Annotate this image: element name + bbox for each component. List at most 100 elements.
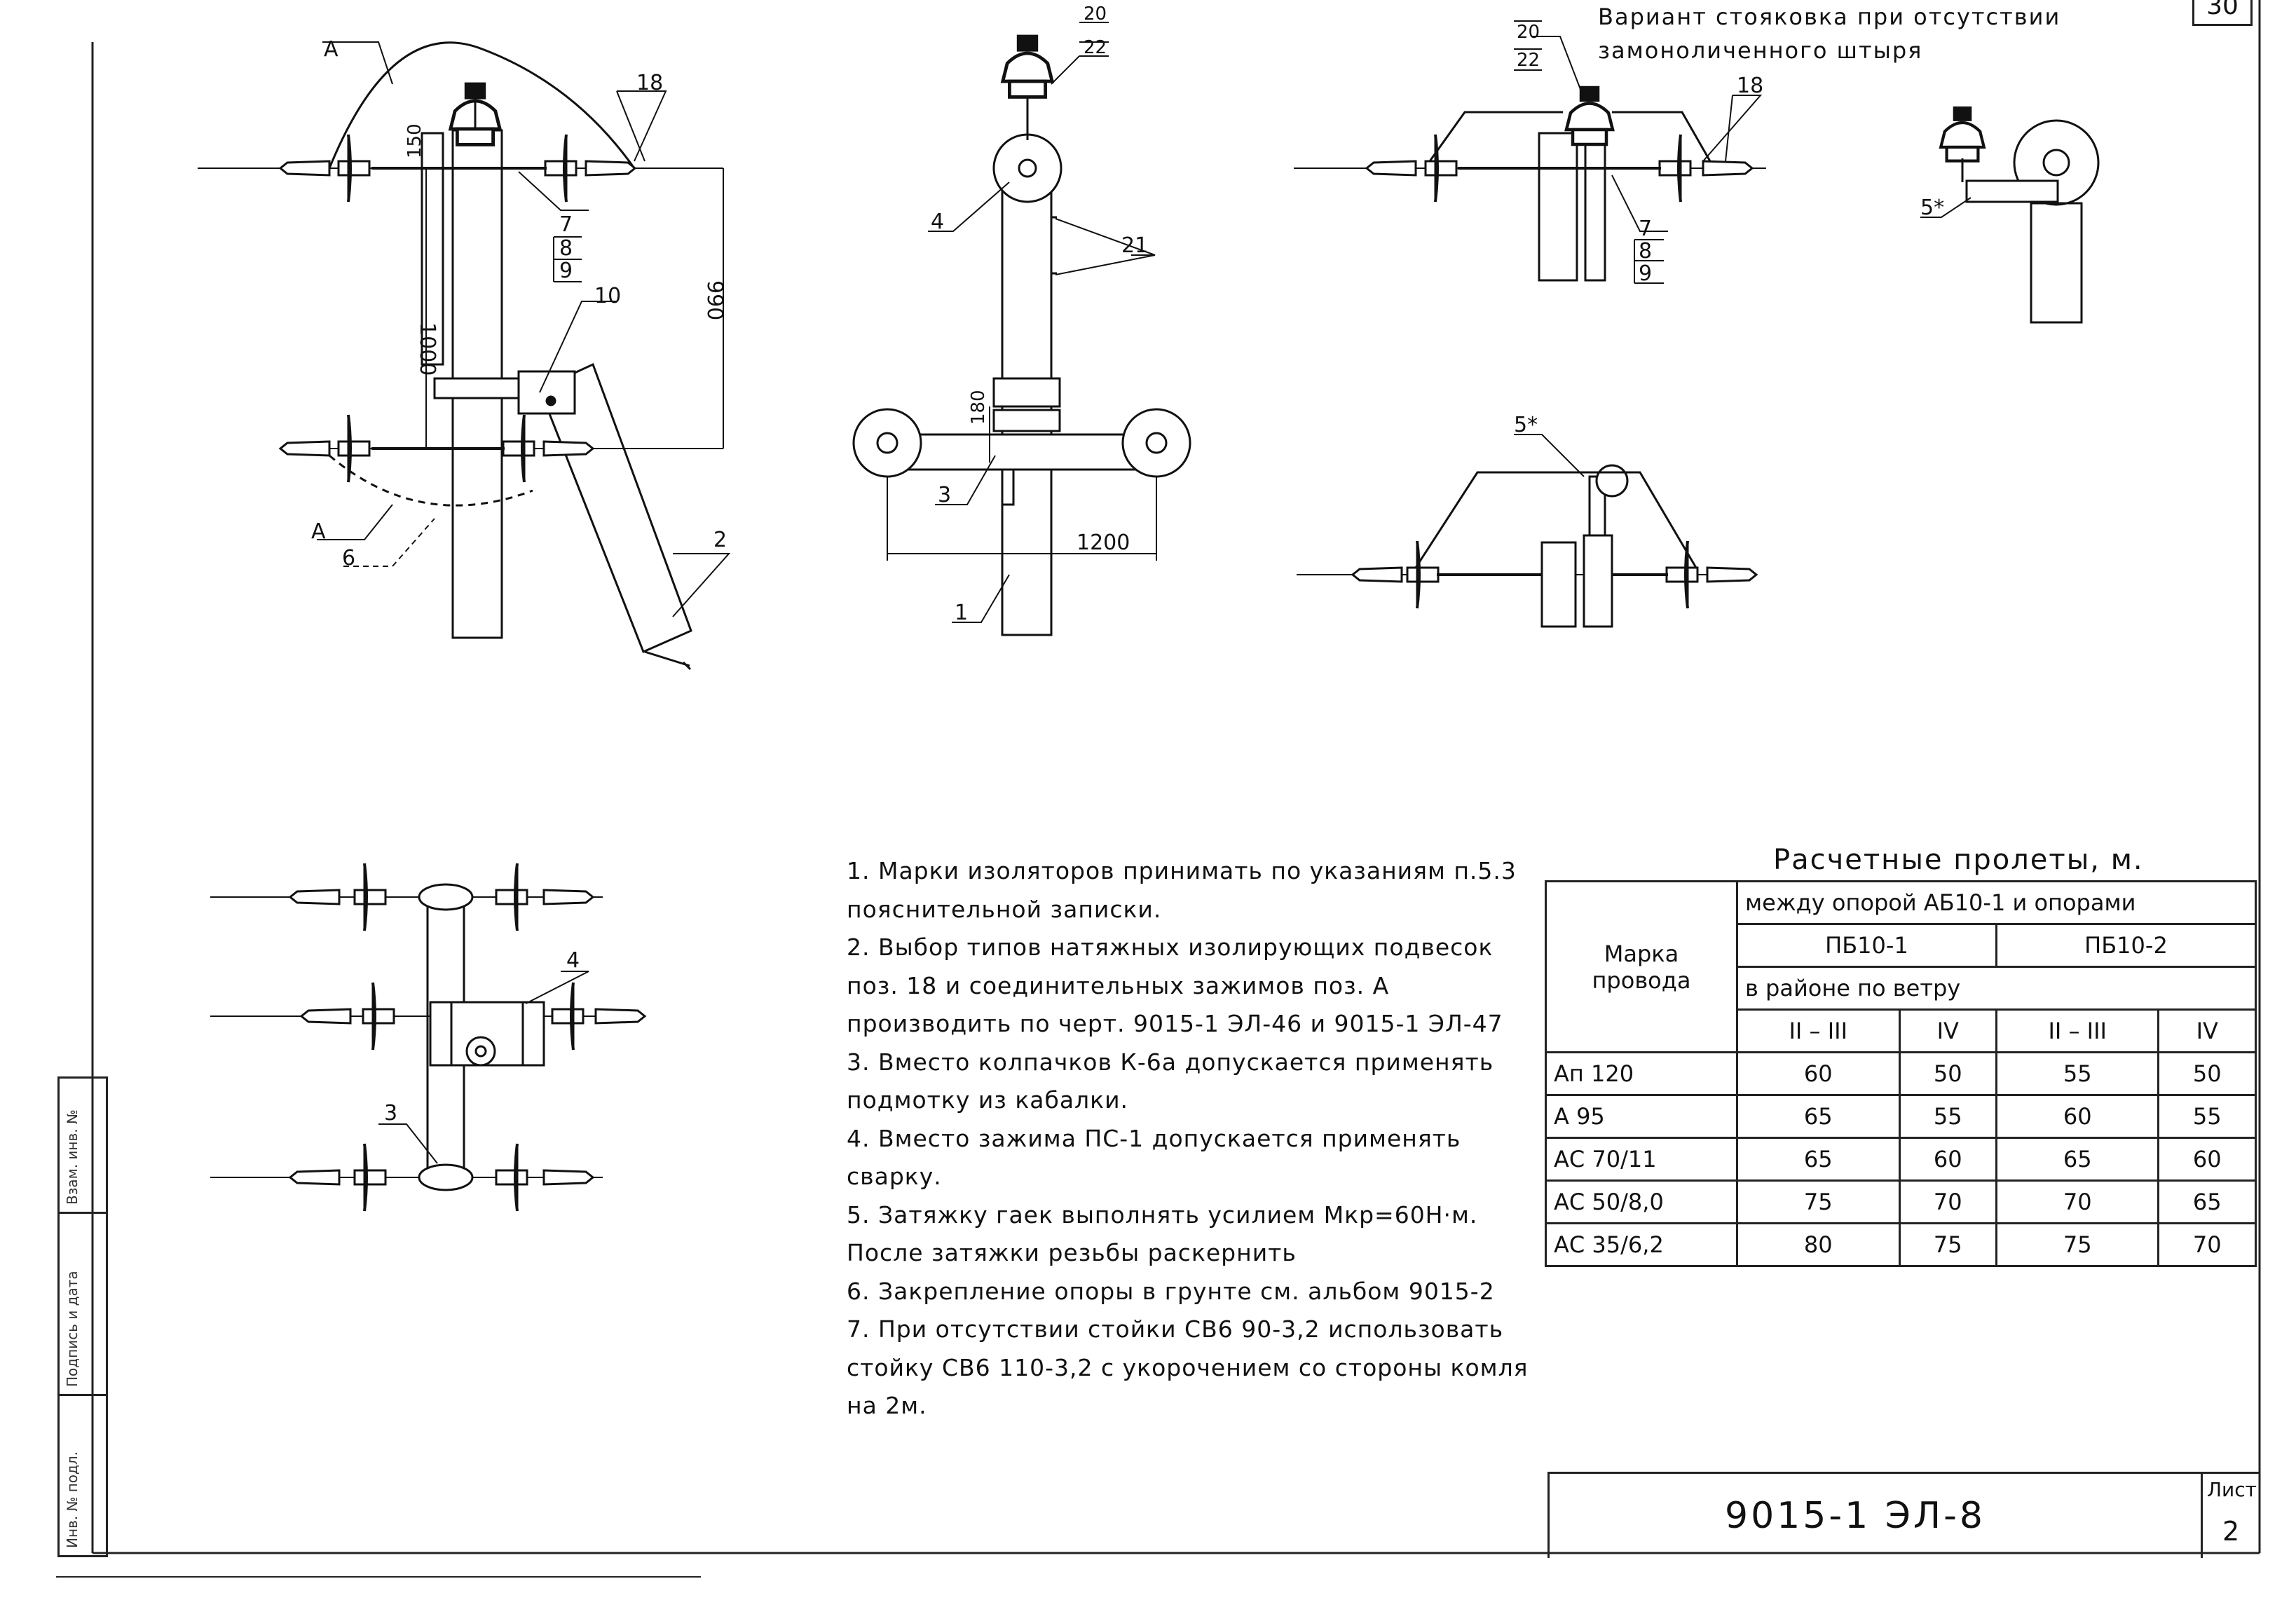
view-3-pole (1294, 20, 1766, 284)
variant-note: Вариант стояковка при отсутствии замонол… (1598, 0, 2103, 67)
label-1: 1 (955, 601, 968, 625)
label-21: 21 (1121, 233, 1148, 258)
cell-value: 75 (1736, 1179, 1901, 1224)
label-6: 6 (342, 546, 355, 570)
dim-990: 990 (702, 280, 727, 320)
view-2-front-pole (852, 22, 1191, 636)
view-5-labels: 5* (1514, 413, 1538, 437)
view-4-detail (1920, 108, 2100, 324)
label-7: 7 (559, 212, 573, 237)
label-5-star: 5* (1920, 196, 1944, 220)
view-1-labels: А 18 7 8 9 10 2 А 6 150 1000 990 (311, 37, 727, 570)
note-6: 6. Закрепление опоры в грунте см. альбом… (847, 1277, 1495, 1305)
dim-1200: 1200 (1077, 531, 1130, 555)
variant-note-line-1: Вариант стояковка при отсутствии (1598, 4, 2061, 30)
table-row: АС 50/8,0 75 70 70 65 (1545, 1179, 2257, 1224)
label-22: 22 (1517, 50, 1540, 71)
label-2: 2 (713, 528, 727, 552)
table-header-row-2: ПБ10-1 ПБ10-2 (1546, 923, 2257, 968)
label-8: 8 (559, 236, 573, 261)
cell-mark: Ап 120 (1545, 1051, 1738, 1096)
header-wind-col: II – III (1736, 1008, 1901, 1053)
header-wind-col: IV (2157, 1008, 2257, 1053)
table-header-row-3: в районе по ветру (1546, 966, 2257, 1011)
cell-value: 80 (1736, 1222, 1901, 1267)
sidebar-cell: Подпись и дата (60, 1212, 106, 1396)
dim-150: 150 (404, 123, 425, 158)
note-7: 7. При отсутствии стойки СВ6 90-3,2 испо… (847, 1315, 1529, 1419)
label-7: 7 (1639, 217, 1652, 241)
table-title: Расчетные пролеты, м. (1773, 844, 2144, 876)
spans-table: Марка провода между опорой АБ10-1 и опор… (1545, 880, 2257, 1267)
header-wire-mark: Марка провода (1545, 880, 1738, 1053)
sheet-box: Лист 2 (2201, 1474, 2259, 1558)
sidebar-label: Взам. инв. № (64, 1109, 81, 1205)
label-8: 8 (1639, 239, 1652, 264)
cell-value: 60 (1736, 1051, 1901, 1096)
note-1: 1. Марки изоляторов принимать по указани… (847, 857, 1517, 923)
header-wind-col: IV (1898, 1008, 1997, 1053)
cell-value: 70 (2157, 1222, 2257, 1267)
label-a-top: А (324, 37, 339, 62)
cell-mark: АС 50/8,0 (1545, 1179, 1738, 1224)
table-row: АС 35/6,2 80 75 75 70 (1545, 1222, 2257, 1267)
cell-value: 60 (2157, 1137, 2257, 1182)
cell-mark: А 95 (1545, 1094, 1738, 1139)
table-row: Ап 120 60 50 55 50 (1545, 1051, 2257, 1096)
label-22: 22 (1084, 37, 1107, 58)
label-18: 18 (1737, 74, 1763, 98)
header-wind-col: II – III (1995, 1008, 2160, 1053)
dim-180: 180 (968, 390, 989, 425)
label-18: 18 (636, 71, 663, 95)
table-row: АС 70/11 65 60 65 60 (1545, 1137, 2257, 1182)
label-9: 9 (559, 259, 573, 283)
header-between-poles: между опорой АБ10-1 и опорами (1736, 880, 2257, 925)
view-6-labels: 4 3 (384, 948, 580, 1126)
view-2-labels: 20 22 4 21 3 1 180 1200 (931, 4, 1148, 625)
approval-sidebar: Взам. инв. № Подпись и дата Инв. № подл. (57, 1076, 108, 1557)
note-5: 5. Затяжку гаек выполнять усилием Мкр=60… (847, 1201, 1478, 1267)
table-row: А 95 65 55 60 55 (1545, 1094, 2257, 1139)
variant-note-line-2: замоноличенного штыря (1598, 37, 1923, 64)
title-block: 9015-1 ЭЛ-8 Лист 2 (1547, 1472, 2259, 1558)
cell-value: 55 (1995, 1051, 2160, 1096)
dim-1000: 1000 (415, 322, 439, 376)
cell-mark: АС 70/11 (1545, 1137, 1738, 1182)
view-3-labels: 20 22 18 7 8 9 (1517, 22, 1763, 286)
note-4: 4. Вместо зажима ПС-1 допускается примен… (847, 1124, 1461, 1191)
cell-value: 65 (1736, 1137, 1901, 1182)
label-9: 9 (1639, 261, 1652, 286)
note-2: 2. Выбор типов натяжных изолирующих подв… (847, 933, 1503, 1037)
cell-value: 60 (1898, 1137, 1997, 1182)
label-5-star-b: 5* (1514, 413, 1538, 437)
header-wind-region: в районе по ветру (1736, 966, 2257, 1011)
cell-value: 50 (1898, 1051, 1997, 1096)
cell-value: 65 (1995, 1137, 2160, 1182)
cell-value: 70 (1898, 1179, 1997, 1224)
cell-value: 55 (2157, 1094, 2257, 1139)
note-3: 3. Вместо колпачков К-6а допускается при… (847, 1048, 1494, 1114)
cell-mark: АС 35/6,2 (1545, 1222, 1738, 1267)
cell-value: 65 (1736, 1094, 1901, 1139)
view-4-labels: 5* (1920, 196, 1944, 220)
cell-value: 70 (1995, 1179, 2160, 1224)
label-3: 3 (384, 1101, 397, 1126)
table-header-row-1: Марка провода между опорой АБ10-1 и опор… (1545, 880, 2257, 1053)
label-4: 4 (566, 948, 580, 973)
drawing-code: 9015-1 ЭЛ-8 (1725, 1495, 1986, 1537)
sheet-label: Лист (2207, 1478, 2257, 1501)
cell-value: 60 (1995, 1094, 2160, 1139)
label-a-bottom: А (311, 519, 326, 544)
sidebar-cell: Инв. № подл. (60, 1394, 106, 1554)
table-header-row-4: II – III IV II – III IV (1546, 1008, 2257, 1053)
page-frame (56, 0, 2261, 1578)
cell-value: 75 (1898, 1222, 1997, 1267)
sidebar-cell: Взам. инв. № (60, 1079, 106, 1214)
label-3: 3 (938, 483, 951, 507)
label-4: 4 (931, 210, 944, 234)
notes-list: 1. Марки изоляторов принимать по указани… (847, 852, 1540, 1425)
cell-value: 65 (2157, 1179, 2257, 1224)
cell-value: 55 (1898, 1094, 1997, 1139)
sheet-number: 2 (2222, 1516, 2240, 1547)
